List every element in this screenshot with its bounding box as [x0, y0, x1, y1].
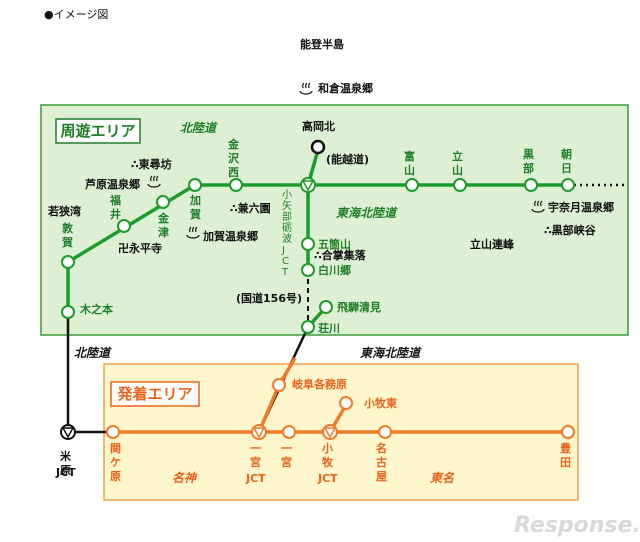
station-gokayama [301, 237, 315, 251]
label-ichinomiya: 一宮 [250, 442, 261, 469]
label-gifu-kakamigahara: 岐阜各務原 [292, 377, 347, 391]
label-gokayama: 五箇山 [318, 237, 351, 251]
green-stations [61, 178, 575, 334]
station-kaga [188, 178, 202, 192]
label-fukui: 福井 [109, 193, 121, 221]
station-shokawa [301, 320, 315, 334]
label-shirakawago: 白川郷 [318, 263, 351, 277]
place-wakura: 和倉温泉郷 [318, 81, 373, 95]
label-toyama: 富山 [404, 149, 415, 177]
label-tsuruga: 敦賀 [61, 221, 74, 249]
station-tsuruga [61, 255, 75, 269]
oyabe-jct-marker [300, 177, 316, 193]
label-takaoka-kita: 高岡北 [302, 119, 335, 133]
place-eiheiji: 卍永平寺 [118, 241, 162, 255]
place-awara: 芦原温泉郷 [85, 177, 140, 191]
label-asahi: 朝日 [561, 147, 572, 175]
station-asahi [561, 178, 575, 192]
station-nagoya [378, 425, 392, 439]
label-ichinomiya-jct: JCT [245, 472, 266, 485]
road-meishin: 名神 [172, 471, 198, 485]
place-noetsu: (能越道) [326, 152, 369, 166]
place-wakasa: 若狭湾 [48, 204, 81, 218]
onsen-icon [147, 175, 161, 188]
road-hokuriku-top: 北陸道 [180, 121, 218, 135]
depart-area-label-box [110, 381, 200, 407]
ichinomiya-jct-marker [251, 424, 267, 440]
place-tateyama-renpo: 立山連峰 [470, 237, 515, 251]
label-maibara-jct: JCT [55, 466, 76, 479]
station-tateyama [453, 178, 467, 192]
road-hokuriku-bottom: 北陸道 [74, 346, 112, 360]
label-kaga: 加賀 [189, 193, 201, 221]
orange-stations [106, 378, 575, 439]
response-logo: Response. [514, 513, 640, 538]
station-shirakawago [301, 263, 315, 277]
depart-area-label: 発着エリア [116, 385, 192, 403]
place-tojinbo: ∴東尋坊 [131, 157, 172, 171]
komaki-jct-marker [322, 424, 338, 440]
tour-area-label: 周遊エリア [60, 122, 135, 140]
label-toyota: 豊田 [560, 441, 571, 469]
station-kanazawa-nishi [229, 178, 243, 192]
label-komaki-higashi: 小牧東 [363, 396, 398, 410]
image-note: ●イメージ図 [44, 8, 108, 21]
place-kenrokuen: ∴兼六園 [230, 201, 271, 215]
label-kanazu: 金津 [157, 211, 170, 239]
place-gassho: ∴合掌集落 [314, 248, 367, 262]
onsen-icon [186, 226, 200, 239]
station-fukui [117, 219, 131, 233]
label-kurobe: 黒部 [523, 148, 534, 175]
label-nagoya: 名古屋 [376, 441, 387, 483]
station-toyota [561, 425, 575, 439]
tour-area-label-box [55, 118, 141, 144]
station-komaki-higashi [339, 396, 353, 410]
hot-spring-icons [147, 82, 545, 239]
road-tokai-hokuriku-top: 東海北陸道 [336, 206, 398, 220]
place-unazuki: 宇奈月温泉郷 [548, 200, 614, 214]
label-kinomoto: 木之本 [79, 302, 113, 316]
maibara-jct-marker [60, 424, 76, 440]
station-ichinomiya [282, 425, 296, 439]
label-sekigahara: 関ケ原 [110, 442, 121, 483]
station-gifu-kakamigahara [272, 378, 286, 392]
road-tokai-hokuriku-bottom: 東海北陸道 [360, 346, 422, 360]
label-ichinomiya-2: 一宮 [281, 442, 292, 469]
label-komaki-jct: JCT [317, 472, 338, 485]
label-komaki: 小牧 [321, 441, 334, 469]
station-sekigahara [106, 425, 120, 439]
station-toyama [405, 178, 419, 192]
place-noto: 能登半島 [300, 37, 344, 51]
station-kanazu [156, 195, 170, 209]
place-kurobe-gorge: ∴黒部峡谷 [544, 223, 597, 237]
label-shokawa: 荘川 [318, 321, 340, 335]
onsen-icon [531, 200, 545, 213]
station-kurobe [524, 178, 538, 192]
station-hida-kiyomi [319, 300, 333, 314]
onsen-icon [299, 82, 313, 95]
road-tomei: 東名 [430, 471, 455, 485]
label-hida-kiyomi: 飛騨清見 [336, 300, 381, 314]
label-maibara: 米原 [59, 449, 72, 477]
station-kinomoto [61, 305, 75, 319]
label-kanazawa-nishi: 金沢西 [227, 137, 240, 179]
place-kaga-onsen: 加賀温泉郷 [202, 229, 258, 243]
place-route156: (国道156号) [236, 291, 302, 305]
label-tateyama: 立山 [452, 149, 463, 177]
station-takaoka-kita [310, 139, 326, 155]
